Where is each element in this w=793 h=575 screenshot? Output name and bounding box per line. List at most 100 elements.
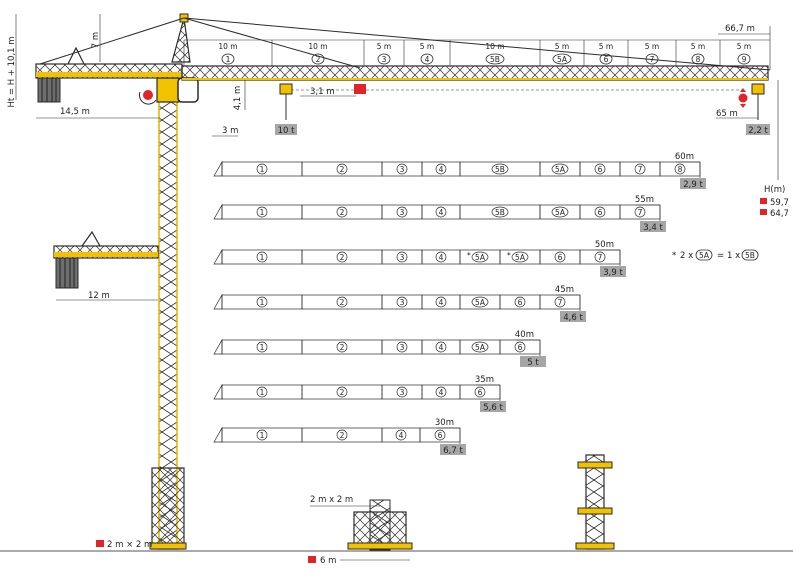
- config-section-badge: [256, 206, 268, 218]
- jib-total-length: 66,7 m: [725, 24, 755, 34]
- config-capacity: 5 t: [527, 358, 539, 368]
- jib-segment-id: 4: [425, 55, 430, 64]
- config-section-badge: [435, 296, 447, 308]
- note-left: 2 x: [680, 251, 693, 261]
- config-section-id: 3: [400, 253, 405, 262]
- height-fixed: 59,7: [770, 198, 789, 208]
- config-section-badge: [474, 386, 486, 398]
- config-section-badge: [674, 163, 686, 175]
- fixed-base-size: 2 m × 2 m: [107, 540, 152, 550]
- config-section-id: 1: [260, 431, 265, 440]
- config-section-id: 6: [518, 298, 523, 307]
- jib-segment-id: 5B: [490, 55, 500, 64]
- config-section-badge: [471, 251, 489, 263]
- config-section-id: 4: [439, 208, 444, 217]
- config-capacity: 4,6 t: [563, 313, 583, 323]
- config-section-badge: [551, 206, 569, 218]
- jib-segment-id: 1: [226, 55, 231, 64]
- config-section-id: 3: [400, 388, 405, 397]
- config-section-badge: [256, 429, 268, 441]
- fixed-base-label: 2 m × 2 m: [96, 540, 152, 550]
- config-section-id: 4: [439, 253, 444, 262]
- jib-segment-dim: 5 m: [420, 42, 434, 51]
- fixed-base-icon: [96, 540, 104, 547]
- config-section-badge: [634, 163, 646, 175]
- config-section-badge: [336, 386, 348, 398]
- slewing-unit: [156, 77, 180, 103]
- config-length: 60m: [675, 152, 694, 162]
- config-section-badge: [256, 163, 268, 175]
- config-section-id: 3: [400, 208, 405, 217]
- trolley-near: [279, 83, 293, 95]
- config-section-id: 7: [638, 165, 643, 174]
- config-section-id: 2: [340, 431, 345, 440]
- trolley-tip: [751, 83, 765, 95]
- main-jib: [181, 65, 769, 81]
- config-taper: [213, 248, 223, 265]
- config-section-id: 1: [260, 165, 265, 174]
- note-right: 1 x: [727, 251, 740, 261]
- config-section-badge: [594, 251, 606, 263]
- config-length: 50m: [595, 240, 614, 250]
- jib-segment-dim: 5 m: [737, 42, 751, 51]
- short-counter-jib-length: 12 m: [88, 291, 110, 301]
- counterweight: [37, 77, 61, 103]
- config-taper: [213, 426, 223, 443]
- jib-segment-dim: 5 m: [691, 42, 705, 51]
- jib-segment-badge: [420, 53, 434, 65]
- config-section-badge: [551, 163, 569, 175]
- config-section-badge: [491, 206, 509, 218]
- config-section-id: 2: [340, 165, 345, 174]
- jib-segment-id: 9: [742, 55, 747, 64]
- config-section-id: 4: [439, 165, 444, 174]
- config-section-id: 7: [598, 253, 603, 262]
- config-section-id: 2: [340, 343, 345, 352]
- base-width-icon: [308, 556, 316, 563]
- config-section-id: 4: [439, 298, 444, 307]
- config-section-id: 5A: [475, 253, 486, 262]
- config-section-id: 7: [638, 208, 643, 217]
- config-capacity: 2,9 t: [683, 180, 703, 190]
- hook-drop: 4,1 m: [233, 86, 243, 111]
- config-section-badge: [594, 163, 606, 175]
- config-section-star: *: [467, 251, 471, 260]
- config-section-id: 5A: [475, 298, 486, 307]
- config-section-id: 5A: [515, 253, 526, 262]
- height-mobile: 64,7: [770, 209, 789, 219]
- config-section-badge: [396, 206, 408, 218]
- config-capacity-tag: [480, 401, 506, 412]
- config-capacity: 5,6 t: [483, 403, 503, 413]
- note-eq: =: [717, 251, 724, 261]
- note-right-id: 5B: [745, 251, 755, 260]
- tower-base: [151, 467, 185, 550]
- config-section-id: 4: [439, 388, 444, 397]
- jib-segment-dim: 5 m: [555, 42, 569, 51]
- jib-segment-badge: [485, 53, 505, 65]
- config-section-badge: [435, 206, 447, 218]
- trolley-offset: 3,1 m: [310, 87, 335, 97]
- config-section-id: 4: [439, 343, 444, 352]
- config-section-badge: [396, 163, 408, 175]
- config-section-id: 2: [340, 298, 345, 307]
- head-height: 7 m: [91, 32, 101, 48]
- config-section-id: 3: [400, 343, 405, 352]
- config-section-badge: [511, 251, 529, 263]
- note-star: *: [672, 251, 676, 261]
- slewing-marker-icon: [143, 90, 153, 100]
- config-section-badge: [396, 386, 408, 398]
- jib-segment-dim: 10 m: [485, 42, 504, 51]
- operator-cab: [177, 77, 199, 103]
- config-length: 35m: [475, 375, 494, 385]
- jib-segment-dim: 5 m: [377, 42, 391, 51]
- jib-segment-badge: [737, 53, 751, 65]
- jib-segment-badge: [377, 53, 391, 65]
- config-section-id: 2: [340, 208, 345, 217]
- jib-segment-dim: 10 m: [218, 42, 237, 51]
- config-length: 40m: [515, 330, 534, 340]
